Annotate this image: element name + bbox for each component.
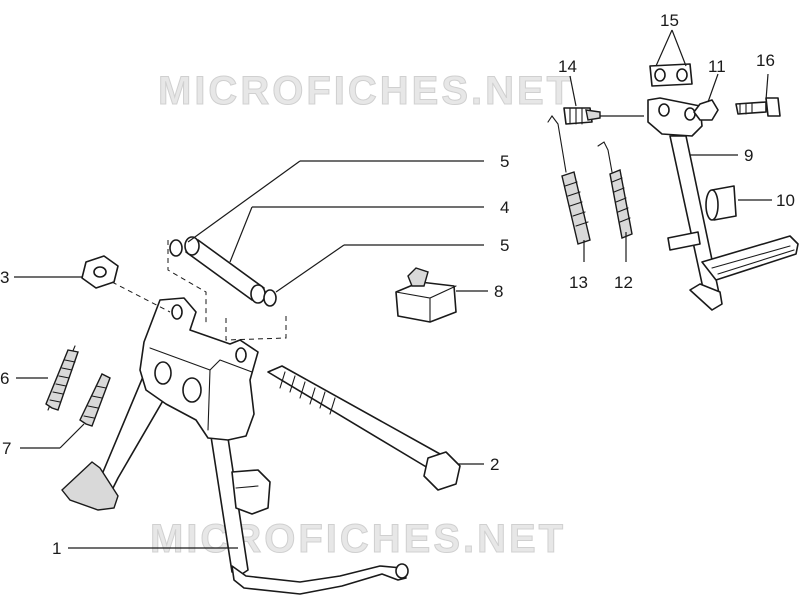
callout-13: 13 — [569, 273, 588, 292]
watermark-bottom: MICROFICHES.NET — [150, 517, 566, 561]
part-3-nut — [81, 255, 171, 313]
callout-7: 7 — [2, 439, 11, 458]
watermark-top: MICROFICHES.NET — [158, 69, 574, 113]
part-14-pin — [563, 107, 601, 125]
part-5-washers — [167, 239, 287, 341]
part-16-bolt — [735, 97, 781, 117]
callout-labels: 1 2 3 4 5 5 6 7 8 9 10 11 12 13 14 15 16 — [0, 11, 795, 558]
callout-8: 8 — [494, 282, 503, 301]
part-12-spring — [597, 141, 633, 239]
part-8-rubber-block — [395, 267, 457, 323]
part-2-pivot-bolt — [267, 365, 461, 491]
callout-10: 10 — [776, 191, 795, 210]
callout-12: 12 — [614, 273, 633, 292]
part-13-spring — [547, 115, 591, 245]
callout-11: 11 — [708, 57, 726, 76]
part-1-center-stand — [61, 297, 409, 595]
callout-2: 2 — [490, 455, 499, 474]
callout-16: 16 — [756, 51, 775, 70]
callout-6: 6 — [0, 369, 9, 388]
part-4-spacer-tube — [184, 236, 266, 304]
part-7-spring-small — [79, 373, 111, 427]
part-9-side-stand — [647, 97, 799, 311]
callout-3: 3 — [0, 268, 9, 287]
part-10-bushing — [667, 185, 737, 251]
part-11-nut — [693, 99, 719, 121]
callout-15: 15 — [660, 11, 679, 30]
callout-5-top: 5 — [500, 152, 509, 171]
part-6-spring-large — [45, 345, 79, 411]
callout-5-bottom: 5 — [500, 236, 509, 255]
leader-lines — [14, 29, 772, 549]
callout-9: 9 — [744, 146, 753, 165]
callout-1: 1 — [52, 539, 61, 558]
callout-4: 4 — [500, 198, 509, 217]
part-15-washers — [649, 63, 693, 87]
callout-14: 14 — [558, 57, 577, 76]
